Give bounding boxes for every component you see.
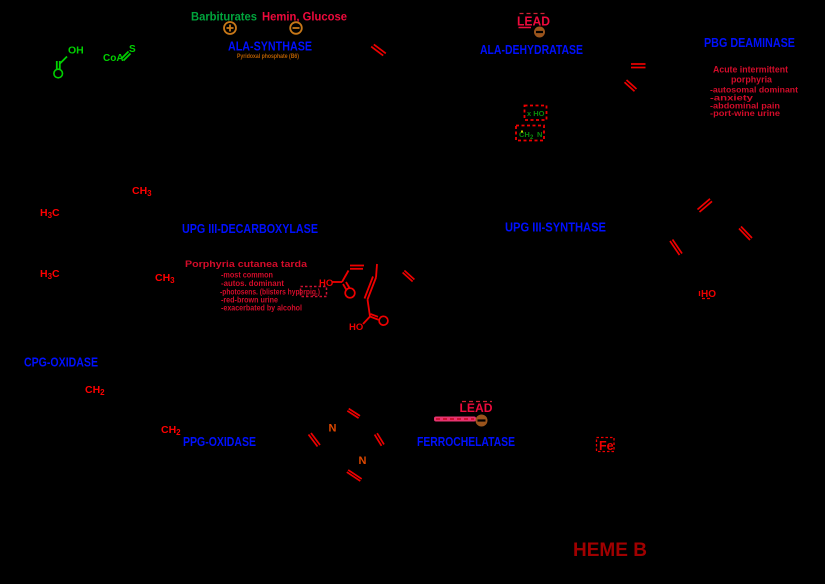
svg-text:UPG III-SYNTHASE: UPG III-SYNTHASE: [505, 220, 606, 235]
svg-text:HO: HO: [349, 322, 363, 333]
svg-text:-abdominal pain: -abdominal pain: [710, 102, 780, 111]
svg-text:Hemin, Glucose: Hemin, Glucose: [262, 10, 347, 24]
svg-text:-port-wine urine: -port-wine urine: [710, 109, 781, 118]
svg-text:PPG-OXIDASE: PPG-OXIDASE: [183, 434, 256, 449]
svg-text:N: N: [359, 455, 367, 467]
svg-text:Fe: Fe: [599, 439, 614, 453]
svg-text:FERROCHELATASE: FERROCHELATASE: [417, 434, 515, 449]
svg-text:CH2: CH2: [85, 384, 105, 397]
svg-text:CoA: CoA: [103, 53, 124, 64]
svg-text:HO: HO: [701, 289, 716, 300]
svg-text:Barbiturates: Barbiturates: [191, 10, 257, 24]
svg-text:CH: CH: [519, 130, 530, 139]
svg-text:UPG III-DECARBOXYLASE: UPG III-DECARBOXYLASE: [182, 221, 318, 236]
svg-text:OH: OH: [68, 45, 84, 57]
svg-text:-exacerbated by alcohol: -exacerbated by alcohol: [221, 304, 302, 313]
svg-text:porphyria: porphyria: [731, 75, 773, 85]
svg-text:-red-brown urine: -red-brown urine: [221, 296, 278, 305]
svg-text:-photosens. (blisters hyperpig: -photosens. (blisters hyperpig.): [220, 288, 320, 297]
svg-text:H3C: H3C: [40, 268, 60, 281]
svg-text:ALA-DEHYDRATASE: ALA-DEHYDRATASE: [480, 42, 583, 57]
svg-text:CH3: CH3: [155, 272, 175, 285]
svg-text:LEAD: LEAD: [517, 15, 550, 29]
svg-text:-anxiety: -anxiety: [710, 94, 754, 103]
svg-text:HO: HO: [319, 278, 333, 289]
svg-text:-autosomal dominant: -autosomal dominant: [710, 86, 798, 95]
svg-text:CH3: CH3: [132, 185, 152, 198]
svg-text:CH2: CH2: [161, 424, 181, 437]
svg-text:Pyridoxal phosphate (B6): Pyridoxal phosphate (B6): [237, 53, 299, 60]
svg-text:Porphyria cutanea tarda: Porphyria cutanea tarda: [185, 259, 308, 270]
svg-text:N: N: [537, 130, 542, 139]
svg-text:H3C: H3C: [40, 207, 60, 220]
svg-text:S: S: [129, 44, 136, 55]
svg-text:PBG DEAMINASE: PBG DEAMINASE: [704, 35, 795, 50]
svg-text:HEME B: HEME B: [573, 539, 647, 561]
svg-text:2: 2: [530, 135, 534, 141]
svg-text:Acute intermittent: Acute intermittent: [713, 65, 788, 75]
svg-text:CPG-OXIDASE: CPG-OXIDASE: [24, 355, 98, 370]
svg-text:-autos. dominant: -autos. dominant: [221, 279, 284, 288]
svg-text:-most common: -most common: [221, 271, 273, 280]
svg-text:ALA-SYNTHASE: ALA-SYNTHASE: [228, 39, 312, 54]
svg-text:LEAD: LEAD: [460, 403, 493, 415]
svg-text:N: N: [329, 423, 337, 435]
svg-text:x HO: x HO: [527, 109, 545, 118]
